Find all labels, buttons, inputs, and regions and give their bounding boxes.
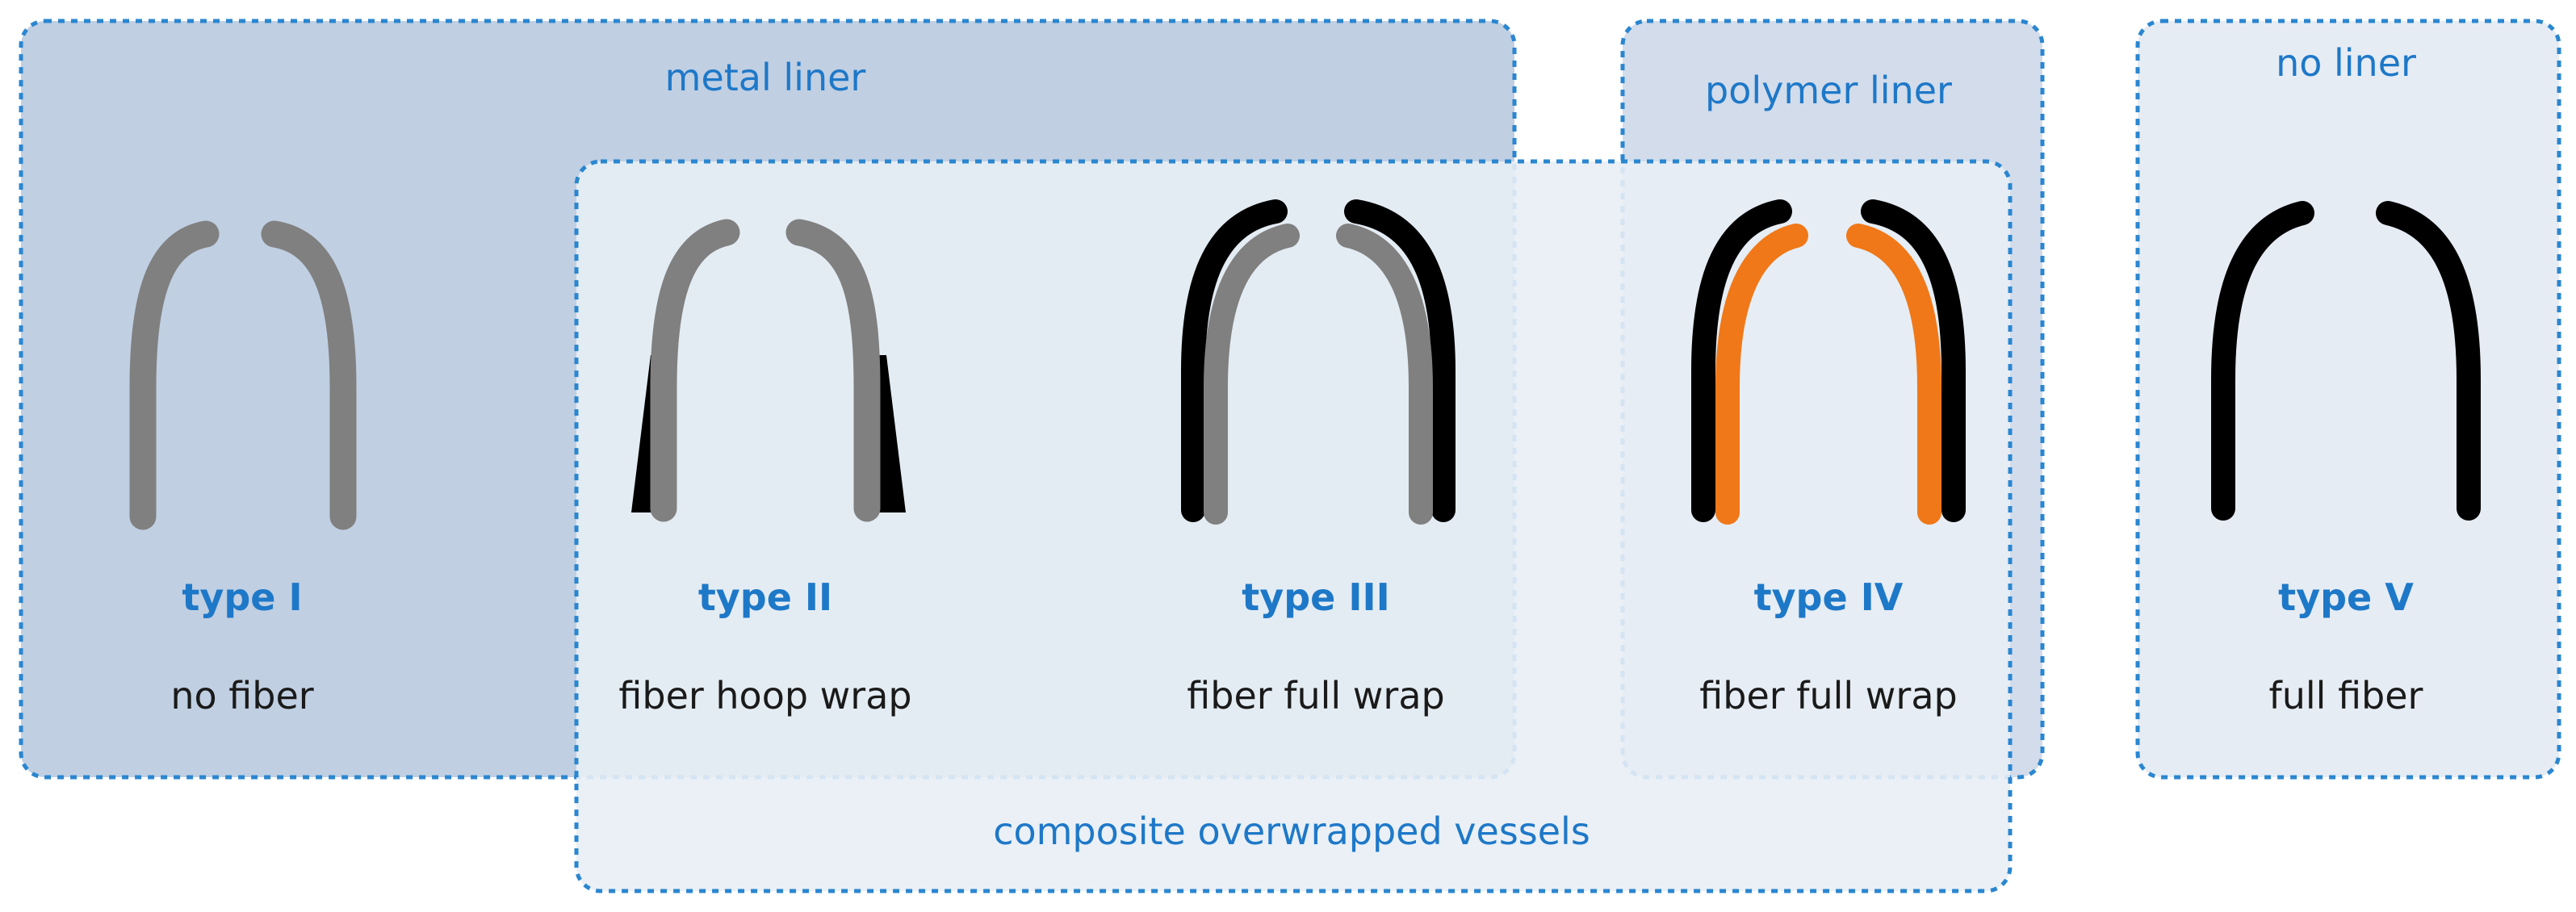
- composite-overwrapped-box: [574, 159, 2013, 893]
- fiber-wrap-shape: [1181, 199, 1456, 522]
- vessel-type-1: [129, 220, 357, 530]
- metal-liner-label: metal liner: [665, 56, 866, 99]
- vessel-type-4: [1691, 199, 1966, 525]
- vessel-type-5: [2211, 201, 2481, 521]
- description-label: no fiber: [170, 674, 313, 717]
- type-label: type III: [1242, 575, 1389, 619]
- composite-overwrapped-label: composite overwrapped vessels: [993, 810, 1590, 853]
- fiber-wrap-shape: [1691, 199, 1966, 522]
- type-label: type V: [2278, 575, 2414, 619]
- polymer-liner-label: polymer liner: [1705, 69, 1952, 112]
- description-label: fiber full wrap: [1699, 674, 1957, 717]
- description-label: fiber hoop wrap: [618, 674, 911, 717]
- vessel-type-3: [1181, 199, 1456, 525]
- polymer-liner-shape: [1715, 224, 1941, 525]
- type-label: type IV: [1754, 575, 1904, 619]
- metal-liner-shape: [1204, 224, 1433, 525]
- description-label: fiber full wrap: [1187, 674, 1444, 717]
- no-liner-label: no liner: [2276, 41, 2416, 85]
- no-liner-box: [2135, 19, 2561, 780]
- description-label: full fiber: [2269, 674, 2423, 717]
- fiber-wrap-shape: [2211, 201, 2481, 521]
- type-label: type II: [698, 575, 832, 619]
- metal-liner-shape: [650, 219, 881, 522]
- vessel-type-2: [631, 219, 906, 522]
- type-label: type I: [182, 575, 302, 619]
- metal-liner-shape: [129, 220, 357, 530]
